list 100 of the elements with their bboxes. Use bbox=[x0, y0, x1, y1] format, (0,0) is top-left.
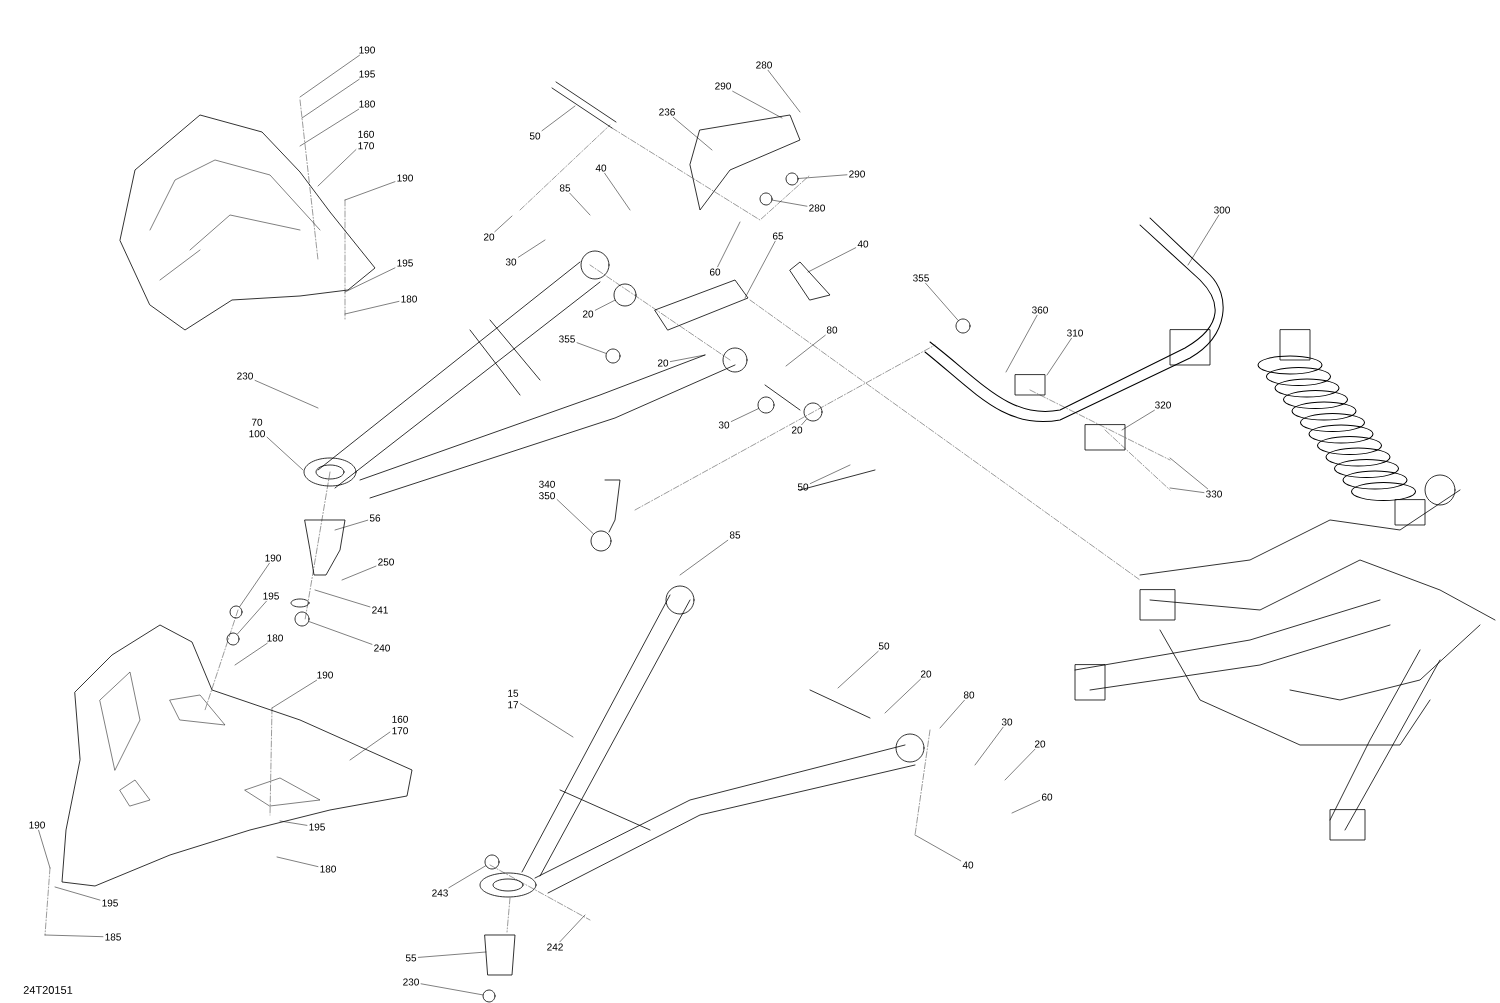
part-drawing bbox=[605, 348, 621, 364]
callout-number: 190 bbox=[29, 821, 45, 829]
callout-number: 55 bbox=[405, 954, 417, 962]
callout-number: 360 bbox=[1032, 306, 1048, 314]
leader-line bbox=[837, 651, 879, 689]
leader-line bbox=[420, 983, 483, 996]
callout-number: 20 bbox=[791, 426, 803, 434]
leader-line bbox=[276, 856, 319, 867]
leader-line bbox=[44, 934, 104, 937]
leader-line bbox=[541, 105, 576, 131]
leader-line bbox=[767, 70, 801, 113]
part-drawing bbox=[759, 192, 773, 206]
callout-number: 241 bbox=[372, 606, 388, 614]
leader-line bbox=[604, 173, 631, 211]
callout-number: 20 bbox=[1034, 740, 1046, 748]
callout-number: 300 bbox=[1214, 206, 1230, 214]
leader-line bbox=[884, 679, 921, 714]
leader-line bbox=[1005, 315, 1038, 373]
leader-line bbox=[237, 601, 267, 635]
part-drawing bbox=[229, 605, 243, 619]
leader-line bbox=[1121, 410, 1155, 431]
callout-number: 80 bbox=[826, 326, 838, 334]
callout-number: 230 bbox=[403, 978, 419, 986]
callout-number: 50 bbox=[797, 483, 809, 491]
leader-line bbox=[807, 247, 856, 273]
leader-line bbox=[308, 621, 373, 645]
leader-line bbox=[732, 91, 783, 119]
callout-number: 195 bbox=[359, 70, 375, 78]
leader-line bbox=[494, 215, 513, 232]
leader-line bbox=[798, 174, 848, 179]
callout-number: 40 bbox=[857, 240, 869, 248]
leader-line bbox=[448, 865, 486, 888]
leader-line bbox=[344, 181, 396, 201]
part-drawing bbox=[484, 854, 500, 870]
callout-number: 330 bbox=[1206, 490, 1222, 498]
callout-number: 236 bbox=[659, 108, 675, 116]
part-drawing bbox=[785, 172, 799, 186]
part-drawing bbox=[226, 632, 240, 646]
leader-line bbox=[569, 193, 591, 216]
leader-line bbox=[717, 221, 741, 267]
callout-number: 180 bbox=[320, 865, 336, 873]
leader-line bbox=[344, 301, 400, 315]
callout-number: 320 bbox=[1155, 401, 1171, 409]
leader-line bbox=[349, 731, 391, 761]
leader-line bbox=[939, 700, 965, 729]
leader-line bbox=[38, 830, 51, 869]
leader-line bbox=[556, 499, 594, 535]
leader-line bbox=[801, 418, 807, 425]
part-drawing bbox=[482, 989, 496, 1003]
leader-line bbox=[1169, 487, 1205, 493]
leader-line bbox=[1011, 800, 1040, 814]
part-drawing bbox=[294, 611, 310, 627]
leader-line bbox=[299, 55, 360, 98]
leader-line bbox=[279, 820, 308, 826]
leader-line bbox=[925, 283, 959, 321]
callout-number: 70 100 bbox=[249, 418, 265, 438]
leader-line bbox=[334, 519, 368, 531]
callout-number: 190 bbox=[359, 46, 375, 54]
leader-line bbox=[731, 408, 759, 422]
callout-number: 60 bbox=[709, 268, 721, 276]
part-drawing bbox=[955, 318, 971, 334]
leader-line bbox=[974, 727, 1004, 766]
callout-number: 280 bbox=[809, 204, 825, 212]
leader-line bbox=[341, 565, 377, 581]
callout-number: 242 bbox=[547, 943, 563, 951]
leader-line bbox=[679, 540, 729, 576]
leader-line bbox=[344, 267, 396, 293]
leader-line bbox=[576, 342, 607, 354]
callout-number: 40 bbox=[962, 861, 974, 869]
leader-line bbox=[559, 914, 586, 943]
leader-line bbox=[1187, 215, 1219, 266]
callout-number: 240 bbox=[374, 644, 390, 652]
leader-line bbox=[810, 464, 851, 484]
leader-line bbox=[670, 354, 706, 362]
callout-number: 30 bbox=[505, 258, 517, 266]
callout-number: 280 bbox=[756, 61, 772, 69]
callout-number: 230 bbox=[237, 372, 253, 380]
leader-line bbox=[914, 834, 961, 862]
drawing-number: 24T20151 bbox=[23, 986, 73, 994]
callout-number: 160 170 bbox=[392, 715, 408, 735]
callout-number: 50 bbox=[878, 642, 890, 650]
leader-line bbox=[518, 239, 546, 258]
callout-number: 85 bbox=[729, 531, 741, 539]
leader-line bbox=[418, 951, 487, 958]
leader-line bbox=[239, 563, 270, 607]
callout-number: 20 bbox=[483, 233, 495, 241]
leader-line bbox=[266, 436, 304, 471]
callout-number: 355 bbox=[913, 274, 929, 282]
callout-number: 195 bbox=[102, 899, 118, 907]
leader-line bbox=[54, 886, 101, 901]
callout-number: 180 bbox=[359, 100, 375, 108]
callout-number: 30 bbox=[718, 421, 730, 429]
leader-line bbox=[1004, 749, 1036, 781]
callout-number: 160 170 bbox=[358, 130, 374, 150]
callout-number: 80 bbox=[963, 691, 975, 699]
leader-line bbox=[271, 680, 317, 709]
callout-number: 250 bbox=[378, 558, 394, 566]
callout-number: 56 bbox=[369, 514, 381, 522]
callout-number: 180 bbox=[401, 295, 417, 303]
callout-number: 340 350 bbox=[539, 480, 555, 500]
